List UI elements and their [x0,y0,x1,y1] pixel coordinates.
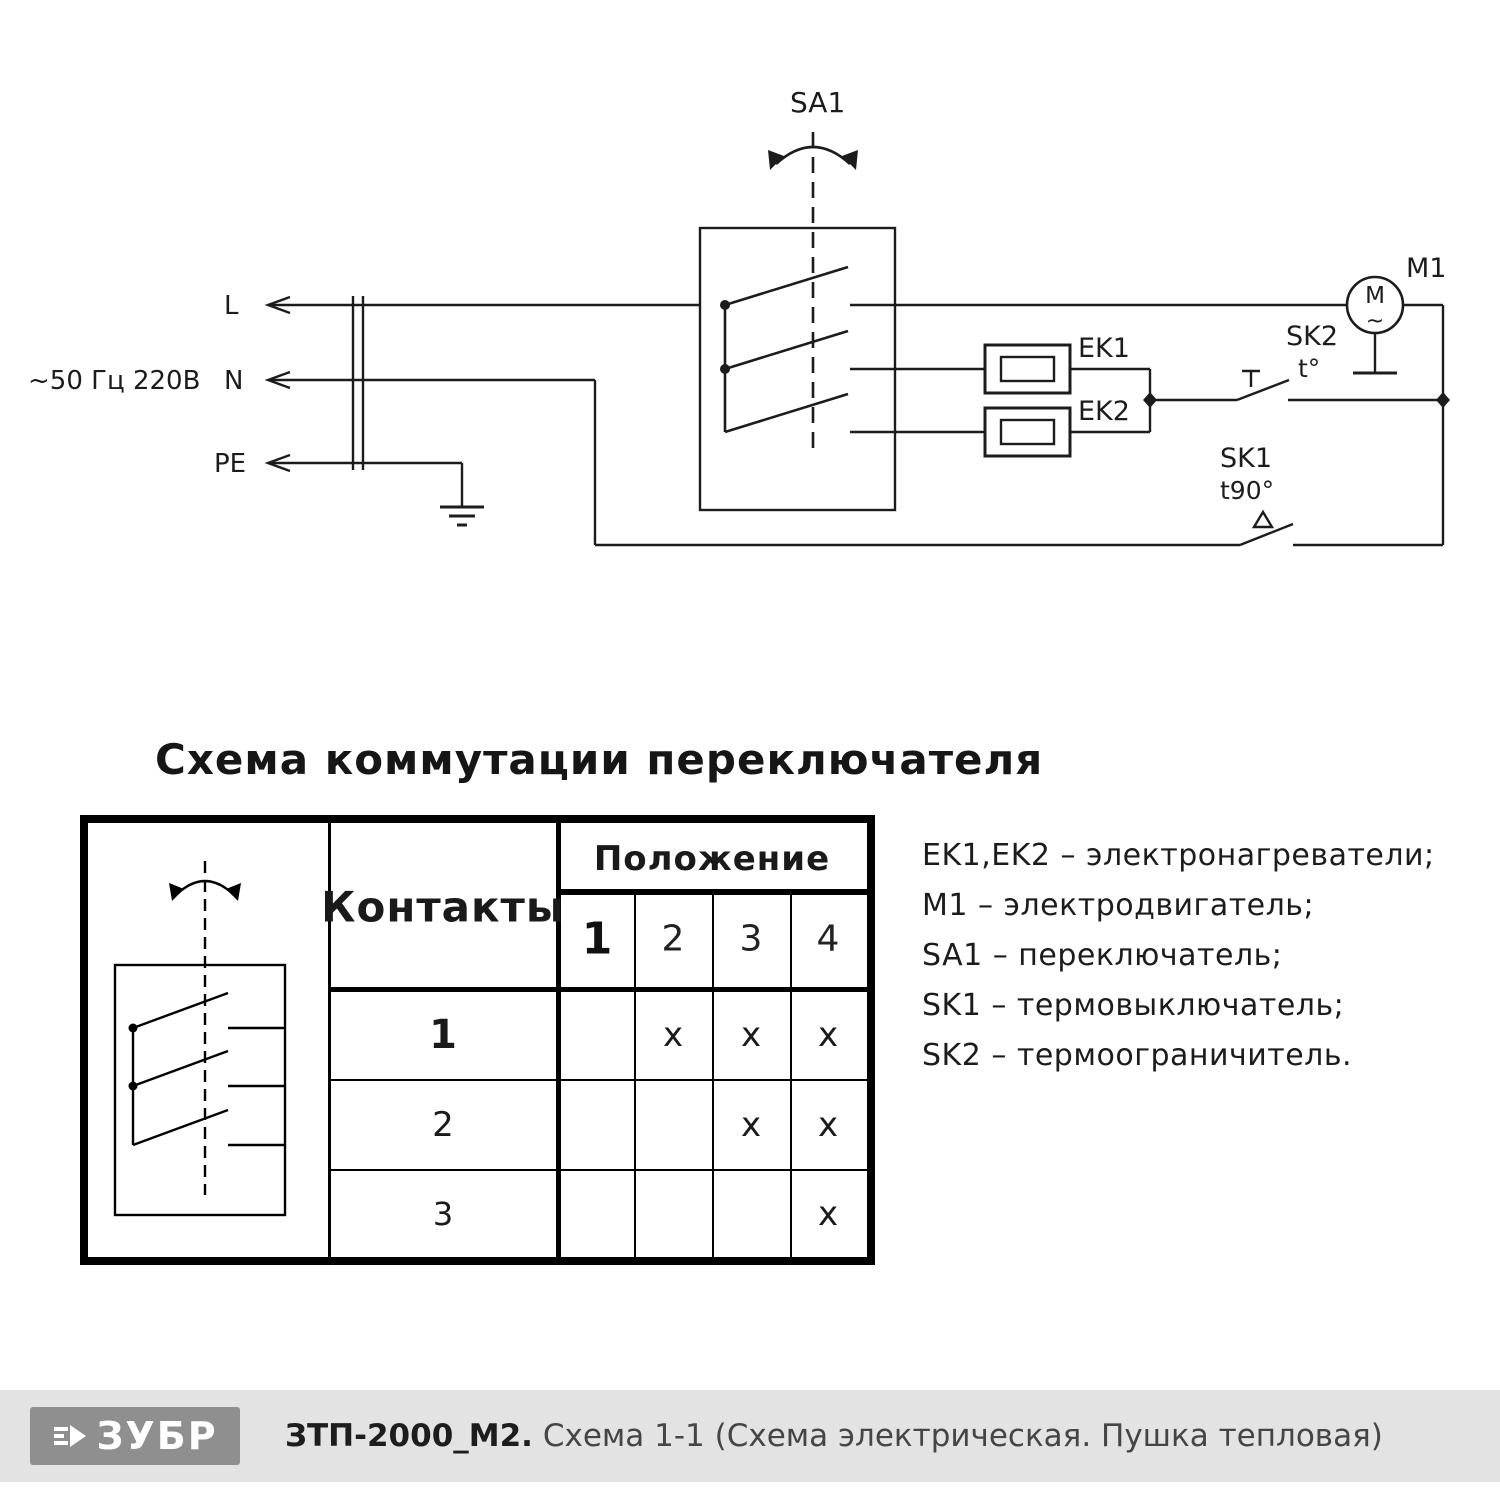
legend-item: M1 – электродвигатель; [922,888,1315,923]
label-sa1: SA1 [790,86,845,119]
label-power: ~50 Гц 220В [28,366,200,396]
table-rule-thick [331,987,867,992]
contact-label: 1 [429,1012,457,1058]
brand-arrow-icon [54,1425,87,1447]
table-mark: x [817,1015,839,1055]
ground-icon [440,505,484,527]
position-number: 2 [661,918,685,960]
circuit-diagram: M ~ SA1 ~50 Гц 220В L N PE EK1 EK2 M1 SK… [28,86,1450,547]
position-number: 4 [816,918,840,960]
table-mark: x [740,1015,762,1055]
legend-item: EK1,EK2 – электронагреватели; [922,838,1435,873]
table-mark: x [817,1194,839,1234]
position-header: Положение [593,839,831,879]
table-rule-thick [556,889,867,895]
footer-model: ЗТП-2000_М2. [285,1418,533,1454]
position-number: 1 [581,913,613,965]
footer-bar: ЗУБР ЗТП-2000_М2. Схема 1-1 (Схема элект… [0,1390,1500,1482]
legend-item: SK2 – термоограничитель. [922,1038,1353,1073]
commutation-title: Схема коммутации переключателя [155,735,1044,784]
footer-subtitle: Схема 1-1 (Схема электрическая. Пушка те… [542,1418,1383,1454]
label-sk2: SK2 [1286,321,1338,352]
label-m1: M1 [1406,253,1446,284]
heater-ek2 [983,406,1072,458]
rotary-arc-icon [775,145,851,165]
thermal-limiter-sk2 [1236,369,1290,402]
table-divider [790,889,792,1257]
label-ek1: EK1 [1078,333,1130,364]
motor-m1: M ~ [1345,275,1405,375]
brand-logo: ЗУБР [30,1407,240,1465]
label-ek2: EK2 [1078,396,1130,427]
table-rule [331,1079,867,1081]
table-divider-thick [556,823,561,1257]
legend-item: SA1 – переключатель; [922,938,1283,973]
legend-item: SK1 – термовыключатель; [922,988,1345,1023]
contacts-header: Контакты [321,882,565,932]
table-divider [712,889,714,1257]
table-mark: x [817,1105,839,1145]
thermal-switch-sk1 [1239,509,1294,547]
commutation-table: Положение Контакты 1 2 3 4 1 x x x 2 x x… [80,815,875,1265]
position-number: 3 [739,918,763,960]
label-wire-pe: PE [214,449,246,479]
label-wire-n: N [224,366,243,396]
table-divider [328,823,331,1257]
junction-node [1143,392,1157,408]
label-sk2-temp: t° [1298,354,1320,383]
table-rule [331,1169,867,1171]
contact-label: 2 [432,1105,454,1145]
junction-node [1436,392,1450,408]
motor-wave: ~ [1366,309,1384,334]
label-wire-l: L [224,291,239,321]
footer-title: ЗТП-2000_М2. Схема 1-1 (Схема электричес… [285,1418,1383,1454]
brand-name: ЗУБР [96,1414,218,1458]
table-mark: x [740,1105,762,1145]
motor-letter: M [1365,283,1385,309]
heater-ek1 [983,343,1072,395]
label-sk1: SK1 [1220,443,1272,474]
switch-sa1 [698,132,897,512]
label-sk1-temp: t90° [1220,476,1274,505]
circuit-wires [270,296,1445,547]
table-mark: x [662,1015,684,1055]
switch-pictogram [113,861,287,1217]
table-divider [634,889,636,1257]
wire-arrows [264,295,291,473]
contact-label: 3 [432,1195,454,1233]
